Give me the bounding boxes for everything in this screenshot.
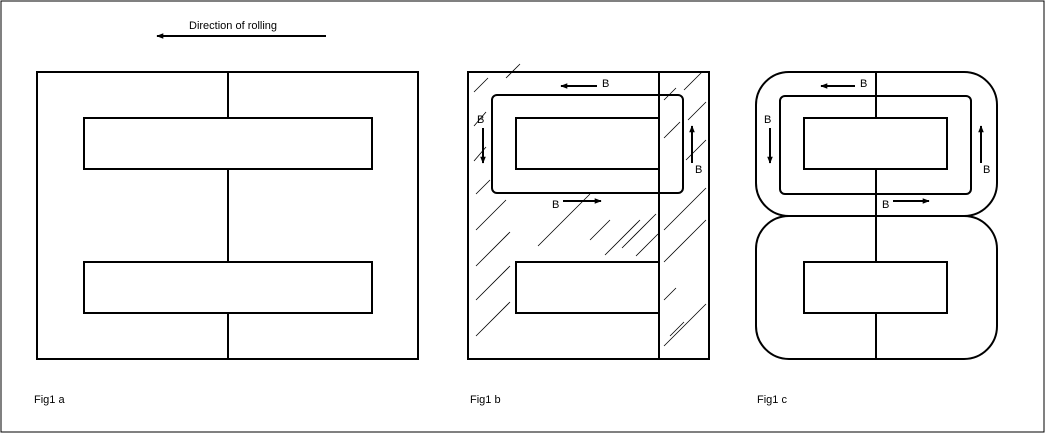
fig-c-window-bottom [803,261,948,314]
fig-c-caption: Fig1 c [757,394,787,406]
fig-c-flux-path [779,95,972,195]
fig-b-flux-label-left: B [477,114,484,126]
fig-c-flux-label-right: B [983,164,990,176]
figure-b: B B B B Fig1 b [467,63,710,406]
fig-a-window-bottom [83,261,373,314]
fig-b-core-outline [467,71,710,360]
fig-c-flux-label-top: B [860,78,867,90]
figure-a: Fig1 a [34,71,419,406]
fig-b-flux-label-right: B [695,164,702,176]
fig-b-window-top [515,117,660,170]
fig-b-flux-path [491,94,684,194]
fig-a-window-top [83,117,373,170]
fig-b-flux-label-bottom: B [552,199,559,211]
fig-c-flux-label-bottom: B [882,199,889,211]
fig-b-window-bottom [515,261,660,314]
rolling-direction-label: Direction of rolling [189,20,277,32]
figure-c: B B B B Fig1 c [755,71,998,406]
rolling-direction: Direction of rolling [156,20,326,39]
fig-c-window-top [803,117,948,170]
fig-b-caption: Fig1 b [470,394,501,406]
fig-c-flux-label-left: B [764,114,771,126]
fig-b-hatching [473,63,707,347]
fig-a-caption: Fig1 a [34,394,65,406]
fig-b-flux-label-top: B [602,78,609,90]
